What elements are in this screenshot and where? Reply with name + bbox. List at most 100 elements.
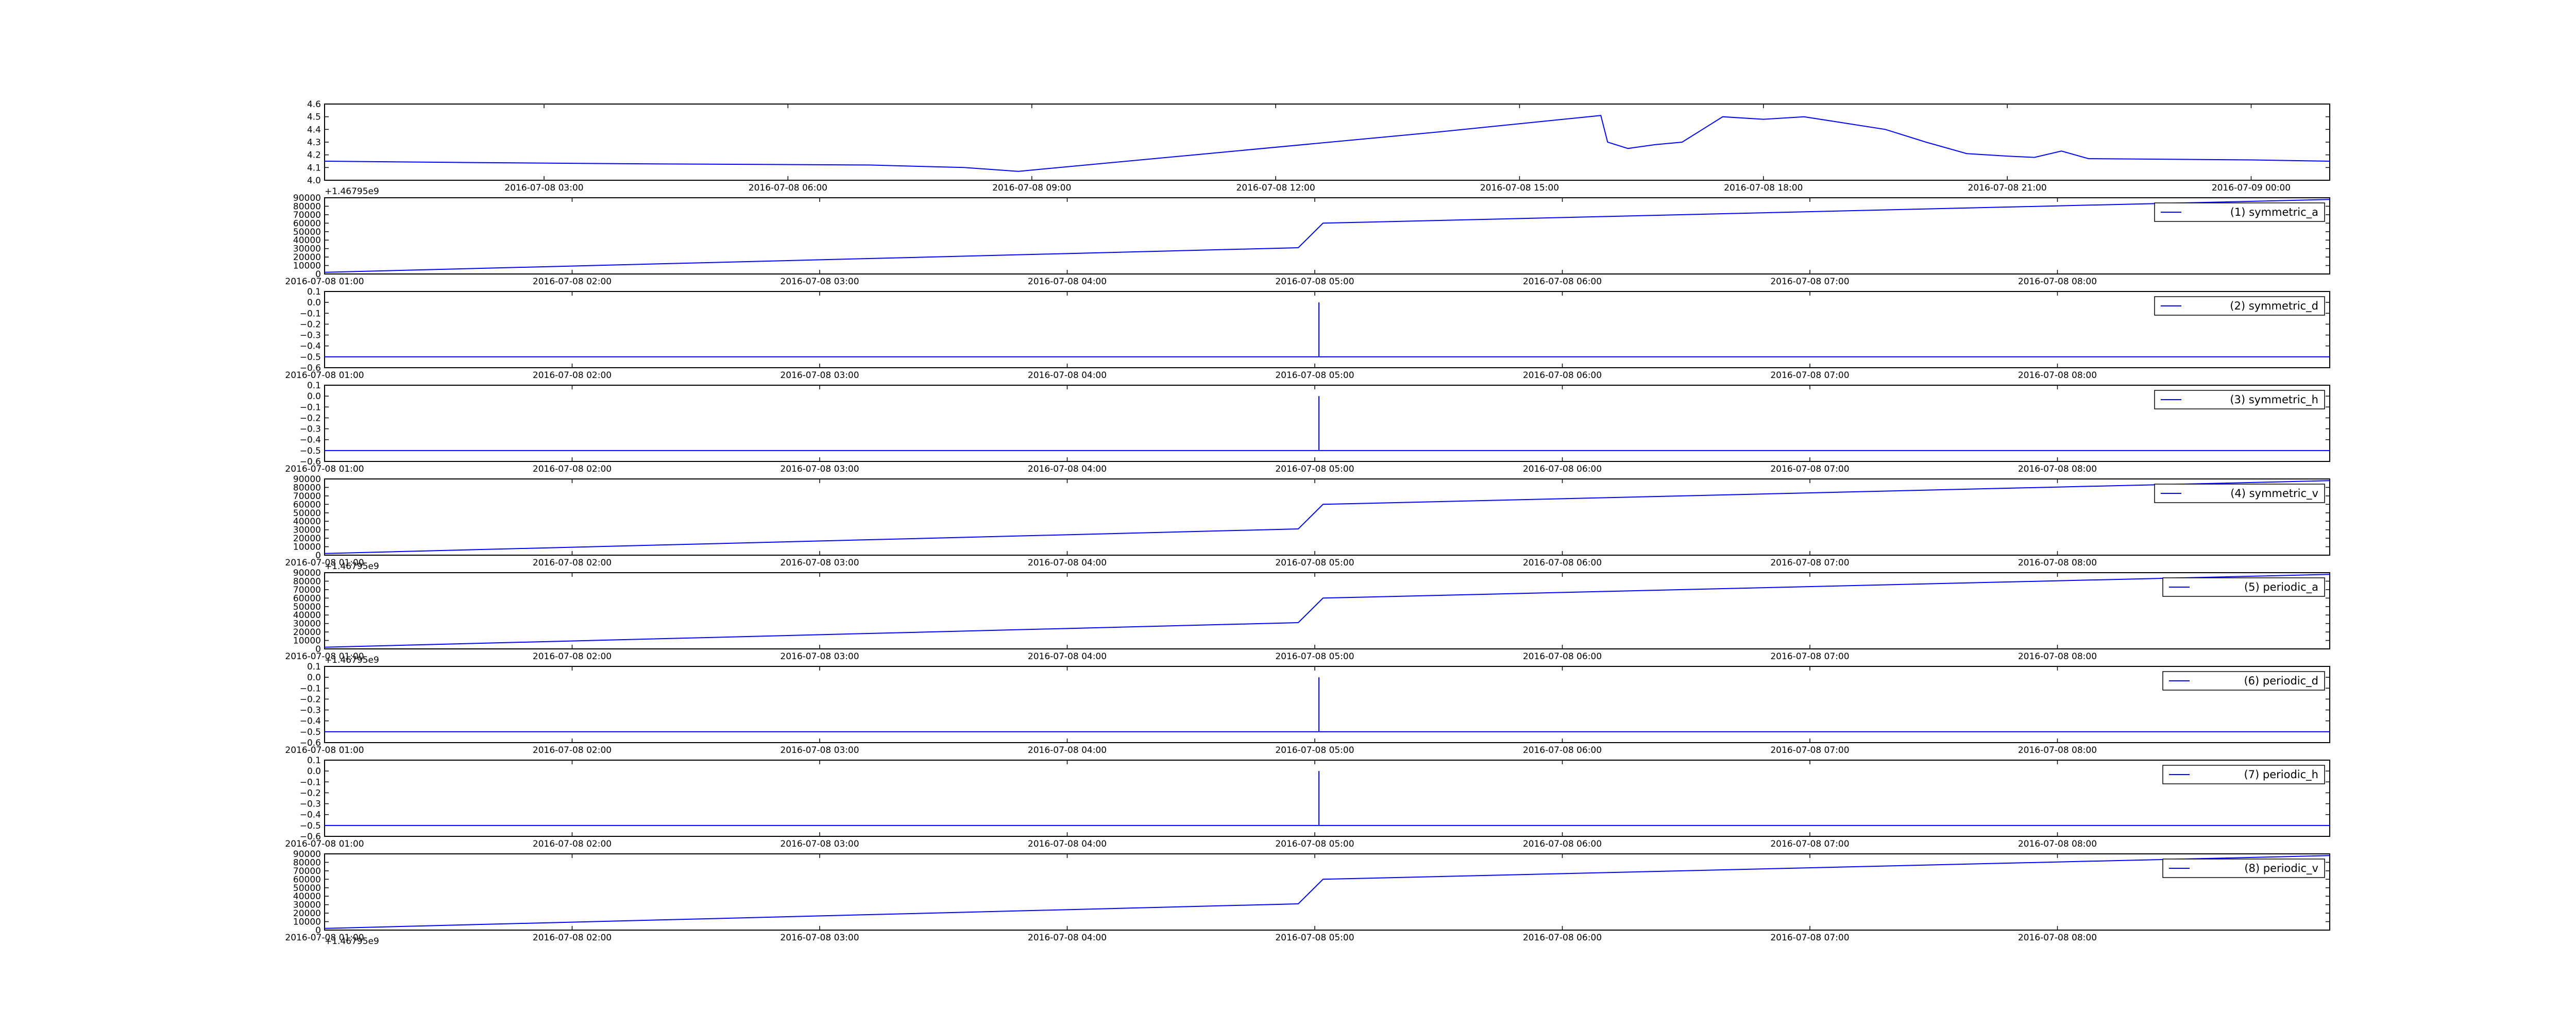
chart-2-xtick-label: 2016-07-08 05:00	[1275, 277, 1354, 287]
chart-8-ytick-label: −0.3	[300, 799, 321, 810]
chart-6-ytick-label: 80000	[293, 576, 321, 587]
chart-6-ytick-label: 50000	[293, 602, 321, 612]
chart-6: 9000080000700006000050000400003000020000…	[285, 568, 2330, 665]
chart-7-ytick-label: −0.3	[300, 706, 321, 716]
chart-9-ytick-label: 30000	[293, 900, 321, 911]
chart-9-xtick-label: 2016-07-08 08:00	[2018, 933, 2097, 943]
chart-5-xtick-label: 2016-07-08 07:00	[1770, 558, 1849, 568]
chart-8-legend-label: (7) periodic_h	[2244, 768, 2318, 781]
chart-1-ytick-label: 4.6	[307, 99, 321, 110]
chart-5-xtick-label: 2016-07-08 02:00	[533, 558, 612, 568]
chart-4-xtick-label: 2016-07-08 01:00	[285, 464, 364, 474]
chart-9-xtick-label: 2016-07-08 06:00	[1523, 933, 1602, 943]
chart-9-ytick-label: 80000	[293, 857, 321, 868]
chart-4-xtick-label: 2016-07-08 07:00	[1770, 464, 1849, 474]
chart-2-ytick-label: 40000	[293, 235, 321, 246]
chart-9-ytick-label: 20000	[293, 908, 321, 919]
chart-4-ytick-label: −0.3	[300, 424, 321, 435]
chart-3-ytick-label: −0.5	[300, 352, 321, 363]
chart-8-xtick-label: 2016-07-08 02:00	[533, 839, 612, 849]
chart-1-xtick-label: 2016-07-08 12:00	[1236, 183, 1315, 193]
chart-9-legend-box	[2162, 859, 2325, 878]
chart-9-ytick-label: 40000	[293, 891, 321, 902]
chart-8: 0.10.0−0.1−0.2−0.3−0.4−0.5−0.62016-07-08…	[285, 756, 2330, 849]
chart-2-series-line	[324, 199, 2330, 273]
chart-4-ytick-label: −0.6	[300, 457, 321, 467]
chart-1-xtick-label: 2016-07-08 21:00	[1968, 183, 2047, 193]
chart-3-xtick-label: 2016-07-08 06:00	[1523, 370, 1602, 381]
chart-3-axes-frame	[324, 291, 2330, 368]
chart-2-legend-label: (1) symmetric_a	[2230, 206, 2318, 219]
chart-7-xtick-label: 2016-07-08 07:00	[1770, 745, 1849, 756]
chart-4-xtick-label: 2016-07-08 08:00	[2018, 464, 2097, 474]
chart-1-ytick-label: 4.3	[307, 138, 321, 148]
chart-6-ytick-label: 40000	[293, 610, 321, 621]
chart-9-axes-frame	[324, 853, 2330, 931]
chart-1-xtick-label: 2016-07-09 00:00	[2212, 183, 2291, 193]
chart-2-xtick-label: 2016-07-08 04:00	[1028, 277, 1107, 287]
chart-8-xtick-label: 2016-07-08 05:00	[1275, 839, 1354, 849]
chart-6-axes-frame	[324, 572, 2330, 649]
chart-7-ytick-label: −0.4	[300, 716, 321, 727]
chart-5-xtick-label: 2016-07-08 03:00	[780, 558, 859, 568]
chart-9-xtick-label: 2016-07-08 03:00	[780, 933, 859, 943]
chart-2-ytick-label: 20000	[293, 252, 321, 263]
chart-6-ytick-label: 60000	[293, 593, 321, 604]
chart-7-ytick-label: −0.6	[300, 738, 321, 748]
chart-7-xtick-label: 2016-07-08 03:00	[780, 745, 859, 756]
chart-6-ytick-label: 30000	[293, 619, 321, 629]
chart-6-ytick-label: 70000	[293, 585, 321, 595]
chart-7-ytick-label: −0.2	[300, 694, 321, 705]
chart-4-axes-frame	[324, 385, 2330, 462]
chart-3-ytick-label: 0.0	[307, 298, 321, 308]
chart-2-ytick-label: 80000	[293, 201, 321, 212]
chart-9-xtick-label: 2016-07-08 01:00	[285, 933, 364, 943]
chart-4-ytick-label: 0.1	[307, 381, 321, 391]
chart-3-legend-label: (2) symmetric_d	[2230, 300, 2318, 313]
chart-7-xtick-label: 2016-07-08 08:00	[2018, 745, 2097, 756]
chart-7-series-line	[325, 677, 2330, 732]
chart-2-ytick-label: 30000	[293, 244, 321, 254]
chart-7-ytick-label: −0.5	[300, 727, 321, 737]
chart-2-xtick-label: 2016-07-08 03:00	[780, 277, 859, 287]
chart-6-ytick-label: 0	[315, 644, 321, 655]
chart-9-xtick-label: 2016-07-08 05:00	[1275, 933, 1354, 943]
chart-3-xtick-label: 2016-07-08 05:00	[1275, 370, 1354, 381]
chart-4-ytick-label: −0.4	[300, 435, 321, 445]
chart-3-ytick-label: −0.3	[300, 331, 321, 341]
chart-6-xtick-label: 2016-07-08 01:00	[285, 651, 364, 662]
chart-5-xtick-label: 2016-07-08 05:00	[1275, 558, 1354, 568]
chart-6-legend-label: (5) periodic_a	[2244, 581, 2318, 594]
chart-9-series-line	[324, 855, 2330, 929]
chart-7-ytick-label: −0.1	[300, 683, 321, 694]
chart-2-ytick-label: 90000	[293, 193, 321, 203]
chart-7-xtick-label: 2016-07-08 04:00	[1028, 745, 1107, 756]
chart-8-xtick-label: 2016-07-08 03:00	[780, 839, 859, 849]
chart-8-axes-frame	[324, 760, 2330, 837]
chart-5-x-offset-label: +1.46795e9	[325, 561, 379, 572]
chart-1-ytick-label: 4.0	[307, 176, 321, 186]
chart-3-series-line	[325, 302, 2330, 357]
chart-6-xtick-label: 2016-07-08 03:00	[780, 651, 859, 662]
chart-7-legend-label: (6) periodic_d	[2244, 675, 2318, 688]
chart-6-xtick-label: 2016-07-08 08:00	[2018, 651, 2097, 662]
chart-5: 9000080000700006000050000400003000020000…	[285, 474, 2330, 572]
chart-4-xtick-label: 2016-07-08 04:00	[1028, 464, 1107, 474]
chart-4-xtick-label: 2016-07-08 06:00	[1523, 464, 1602, 474]
chart-8-ytick-label: 0.0	[307, 766, 321, 777]
chart-9-ytick-label: 90000	[293, 849, 321, 860]
chart-5-xtick-label: 2016-07-08 08:00	[2018, 558, 2097, 568]
chart-5-series-line	[324, 480, 2330, 554]
chart-9-ytick-label: 50000	[293, 883, 321, 894]
chart-7-ytick-label: 0.0	[307, 673, 321, 683]
chart-8-ytick-label: −0.1	[300, 777, 321, 787]
chart-8-ytick-label: −0.5	[300, 821, 321, 831]
chart-4-xtick-label: 2016-07-08 02:00	[533, 464, 612, 474]
chart-3-xtick-label: 2016-07-08 08:00	[2018, 370, 2097, 381]
chart-8-xtick-label: 2016-07-08 07:00	[1770, 839, 1849, 849]
chart-6-x-offset-label: +1.46795e9	[325, 655, 379, 665]
chart-4-xtick-label: 2016-07-08 05:00	[1275, 464, 1354, 474]
chart-1-xtick-label: 2016-07-08 03:00	[504, 183, 583, 193]
chart-4-ytick-label: −0.5	[300, 446, 321, 456]
